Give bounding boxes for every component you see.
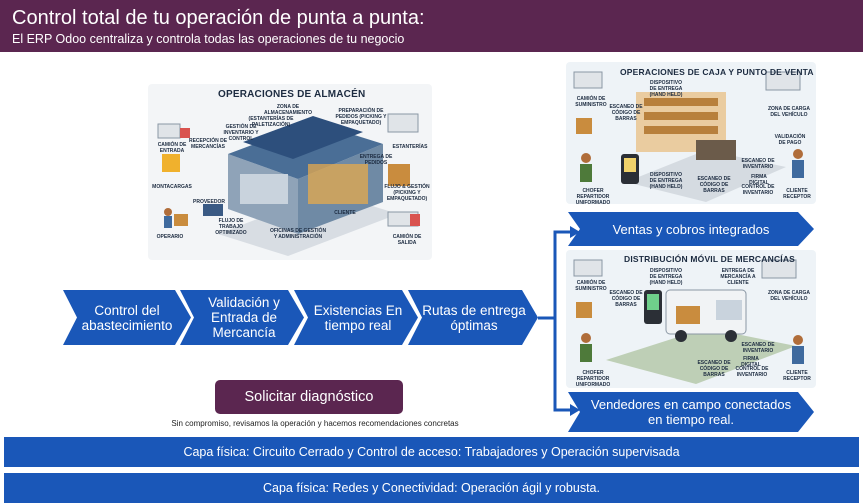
dist-label-chofer: CHOFER REPARTIDOR UNIFORMADO bbox=[575, 370, 611, 388]
flow-step-label: Control del abastecimiento bbox=[81, 302, 173, 333]
flow-step-existencias: Existencias En tiempo real bbox=[294, 290, 418, 345]
dist-label-escaneo-barras-2: ESCANEO DE CÓDIGO DE BARRAS bbox=[697, 360, 731, 378]
label-zona-almacenamiento: ZONA DE ALMACENAMIENTO bbox=[264, 104, 312, 116]
label-camion-salida: CAMIÓN DE SALIDA bbox=[392, 234, 422, 246]
pos-illustration: OPERACIONES DE CAJA Y PUNTO DE VENTA CAM… bbox=[566, 62, 816, 204]
flow-step-validacion: Validación y Entrada de Mercancía bbox=[180, 290, 304, 345]
label-estanterias: ESTANTERÍAS bbox=[392, 144, 428, 150]
banner-ventas-label: Ventas y cobros integrados bbox=[612, 221, 770, 237]
dist-label-zona-carga: ZONA DE CARGA DEL VEHÍCULO bbox=[767, 290, 811, 302]
dist-label-escaneo-inventario: ESCANEO DE INVENTARIO bbox=[741, 342, 775, 354]
layer-redes-conectividad: Capa física: Redes y Conectividad: Opera… bbox=[4, 473, 859, 503]
solicitar-diagnostico-button[interactable]: Solicitar diagnóstico bbox=[215, 380, 403, 414]
warehouse-title: OPERACIONES DE ALMACÉN bbox=[218, 89, 366, 100]
pos-drawing bbox=[573, 71, 804, 202]
banner-ventas-cobros: Ventas y cobros integrados bbox=[568, 212, 814, 246]
distribution-title: DISTRIBUCIÓN MÓVIL DE MERCANCÍAS bbox=[624, 254, 796, 264]
dist-label-escaneo-barras: ESCANEO DE CÓDIGO DE BARRAS bbox=[609, 290, 643, 308]
label-oficinas: OFICINAS DE GESTIÓN Y ADMINISTRACIÓN bbox=[269, 228, 327, 240]
label-recepcion: RECEPCIÓN DE MERCANCÍAS bbox=[188, 138, 228, 150]
dist-label-entrega-cliente: ENTREGA DE MERCANCÍA A CLIENTE bbox=[720, 268, 756, 286]
dist-label-camion-suministro: CAMIÓN DE SUMINISTRO bbox=[575, 280, 607, 292]
pos-label-escaneo-barras: ESCANEO DE CÓDIGO DE BARRAS bbox=[609, 104, 643, 122]
pos-label-dispositivo-2: DISPOSITIVO DE ENTREGA (HAND HELD) bbox=[649, 172, 683, 190]
banner-vendedores-campo: Vendedores en campo conectados en tiempo… bbox=[568, 392, 814, 432]
page-subtitle: El ERP Odoo centraliza y controla todas … bbox=[12, 32, 405, 46]
pos-label-escaneo-barras-2: ESCANEO DE CÓDIGO DE BARRAS bbox=[697, 176, 731, 194]
label-camion-entrada: CAMIÓN DE ENTRADA bbox=[157, 142, 187, 154]
dist-label-control-inventario: CONTROL DE INVENTARIO bbox=[735, 366, 769, 378]
flow-step-label: Existencias En tiempo real bbox=[313, 302, 403, 333]
warehouse-drawing bbox=[157, 113, 420, 256]
label-cliente: CLIENTE bbox=[334, 210, 356, 216]
cta-note: Sin compromiso, revisamos la operación y… bbox=[171, 419, 459, 428]
flow-step-label: Rutas de entrega óptimas bbox=[422, 302, 526, 333]
warehouse-illustration: OPERACIONES DE ALMACÉN ZONA DE ALMACENAM… bbox=[148, 84, 432, 260]
pos-label-validacion-pago: VALIDACIÓN DE PAGO bbox=[774, 134, 806, 146]
pos-label-control-inventario: CONTROL DE INVENTARIO bbox=[741, 184, 775, 196]
page-title: Control total de tu operación de punta a… bbox=[12, 7, 425, 29]
pos-label-cliente-receptor: CLIENTE RECEPTOR bbox=[783, 188, 811, 200]
dist-label-cliente-receptor: CLIENTE RECEPTOR bbox=[783, 370, 811, 382]
label-proveedor: PROVEEDOR bbox=[193, 199, 225, 205]
flow-step-abastecimiento: Control del abastecimiento bbox=[63, 290, 191, 345]
label-gestion-inventario: GESTIÓN DE INVENTARIO Y CONTROL bbox=[223, 124, 259, 142]
label-flujo-gestion: FLUJO & GESTIÓN (PICKING Y EMPAQUETADO) bbox=[384, 184, 430, 202]
pos-label-firma-digital: FIRMA DIGITAL bbox=[749, 174, 769, 186]
pos-label-dispositivo: DISPOSITIVO DE ENTREGA (HAND HELD) bbox=[649, 80, 683, 98]
pos-label-chofer: CHOFER REPARTIDOR UNIFORMADO bbox=[575, 188, 611, 204]
distribution-illustration: DISTRIBUCIÓN MÓVIL DE MERCANCÍAS CAMIÓN … bbox=[566, 250, 816, 388]
dist-label-firma-digital: FIRMA DIGITAL bbox=[741, 356, 761, 368]
label-entrega-pedidos: ENTREGA DE PEDIDOS bbox=[359, 154, 393, 166]
label-operario: OPERARIO bbox=[156, 234, 184, 240]
dist-label-dispositivo: DISPOSITIVO DE ENTREGA (HAND HELD) bbox=[649, 268, 683, 286]
pos-label-escaneo-inventario: ESCANEO DE INVENTARIO bbox=[741, 158, 775, 170]
header-banner: Control total de tu operación de punta a… bbox=[0, 0, 863, 52]
pos-label-camion-suministro: CAMIÓN DE SUMINISTRO bbox=[575, 96, 607, 108]
pos-title: OPERACIONES DE CAJA Y PUNTO DE VENTA bbox=[620, 67, 814, 77]
label-montacargas: MONTACARGAS bbox=[152, 184, 192, 190]
flow-step-label: Validación y Entrada de Mercancía bbox=[208, 295, 280, 340]
layer-circuito-cerrado: Capa física: Circuito Cerrado y Control … bbox=[4, 437, 859, 467]
banner-vendedores-label: Vendedores en campo conectados en tiempo… bbox=[590, 397, 792, 427]
label-preparacion-pedidos: PREPARACIÓN DE PEDIDOS (PICKING Y EMPAQU… bbox=[335, 108, 387, 126]
pos-label-zona-carga: ZONA DE CARGA DEL VEHÍCULO bbox=[767, 106, 811, 118]
flow-step-rutas: Rutas de entrega óptimas bbox=[408, 290, 538, 345]
distribution-drawing bbox=[573, 259, 804, 384]
label-estanterias-paletizacion: (ESTANTERÍAS DE PALETIZACIÓN) bbox=[248, 116, 294, 128]
label-flujo-trabajo: FLUJO DE TRABAJO OPTIMIZADO bbox=[215, 218, 247, 236]
